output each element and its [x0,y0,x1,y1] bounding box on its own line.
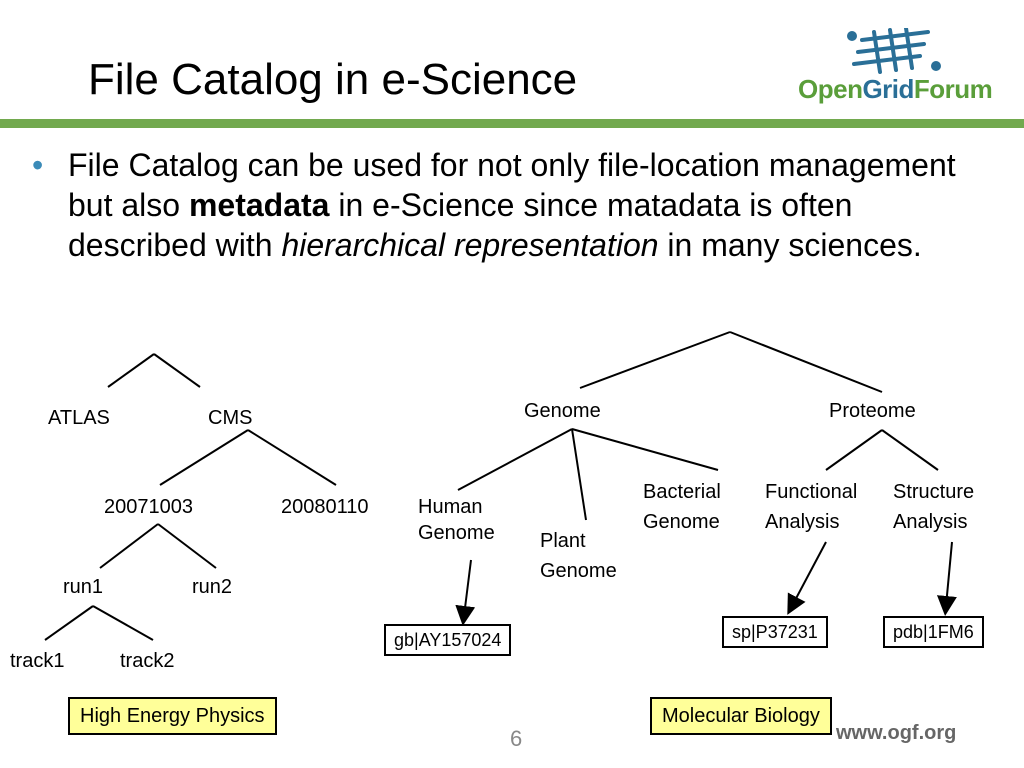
node-track2: track2 [120,650,175,672]
edge-proteome-functional [825,429,883,471]
node-proteome: Proteome [829,400,916,422]
edge-proteome-structure [881,429,939,471]
node-structure-line1: Structure [893,481,975,503]
edge-root-genome [579,331,731,389]
edge-date-run2 [157,523,217,569]
node-functional-line2: Analysis [765,511,840,533]
arrow-functional-sp [787,541,827,615]
logo-grid: Grid [862,74,914,104]
logo-open: Open [798,74,863,104]
caption-high-energy-physics: High Energy Physics [68,697,277,735]
bullet-text: File Catalog can be used for not only fi… [68,145,998,265]
page-number: 6 [510,726,523,751]
edge-run1-track1 [44,605,94,641]
edge-root-proteome [729,331,883,393]
box-sp-p37231: sp|P37231 [722,616,828,648]
node-bacterial-line1: Bacterial [643,481,721,503]
title-divider [0,119,1024,128]
node-atlas: ATLAS [48,407,110,429]
edge-root-atlas [107,353,155,388]
bullet-part1: File Catalog can be used for not only fi… [68,147,956,223]
footer-url: www.ogf.org [836,722,957,744]
bullet-dot-icon: • [32,147,44,183]
node-human-line2: Genome [418,522,495,544]
node-structure-analysis: Structure Analysis [893,477,974,537]
edge-cms-20080110 [247,429,337,486]
node-track1: track1 [10,650,65,672]
node-20071003: 20071003 [104,496,193,518]
node-cms: CMS [208,407,253,429]
ogf-logo-text: OpenGridForum [798,74,993,105]
edge-date-run1 [99,523,159,569]
node-plant-line1: Plant [540,530,586,552]
node-structure-line2: Analysis [893,511,968,533]
node-run1: run1 [63,576,104,598]
bullet-bold: metadata [188,187,330,223]
slide-title: File Catalog in e-Science [88,55,578,104]
arrow-human-gb [455,559,476,626]
edge-genome-human [457,428,573,491]
node-bacterial-genome: Bacterial Genome [643,477,721,537]
node-human-genome: Human Genome [418,492,495,548]
box-gb-ay157024: gb|AY157024 [384,624,512,656]
edge-genome-plant [571,428,587,521]
node-plant-line2: Genome [540,560,617,582]
node-run2: run2 [192,576,233,598]
node-functional-line1: Functional [765,481,858,503]
arrow-structure-pdb [936,541,957,616]
edge-cms-20071003 [159,429,249,486]
node-bacterial-line2: Genome [643,511,720,533]
bullet-part3: in many sciences. [658,227,922,263]
node-20080110: 20080110 [281,496,369,518]
node-genome: Genome [524,400,601,422]
caption-molecular-biology: Molecular Biology [650,697,832,735]
logo-forum: Forum [913,74,993,104]
bullet-part2: in e-Science since matadata is often des… [68,187,853,263]
edge-genome-bacterial [571,428,719,471]
edge-root-cms [153,353,201,388]
node-functional-analysis: Functional Analysis [765,477,857,537]
edge-run1-track2 [92,605,154,641]
bullet-italic: hierarchical representation [281,227,659,263]
node-plant-genome: Plant Genome [540,526,617,586]
box-pdb-1fm6: pdb|1FM6 [883,616,984,648]
node-human-line1: Human [418,496,483,518]
ogf-grid-logo-icon [847,28,941,74]
